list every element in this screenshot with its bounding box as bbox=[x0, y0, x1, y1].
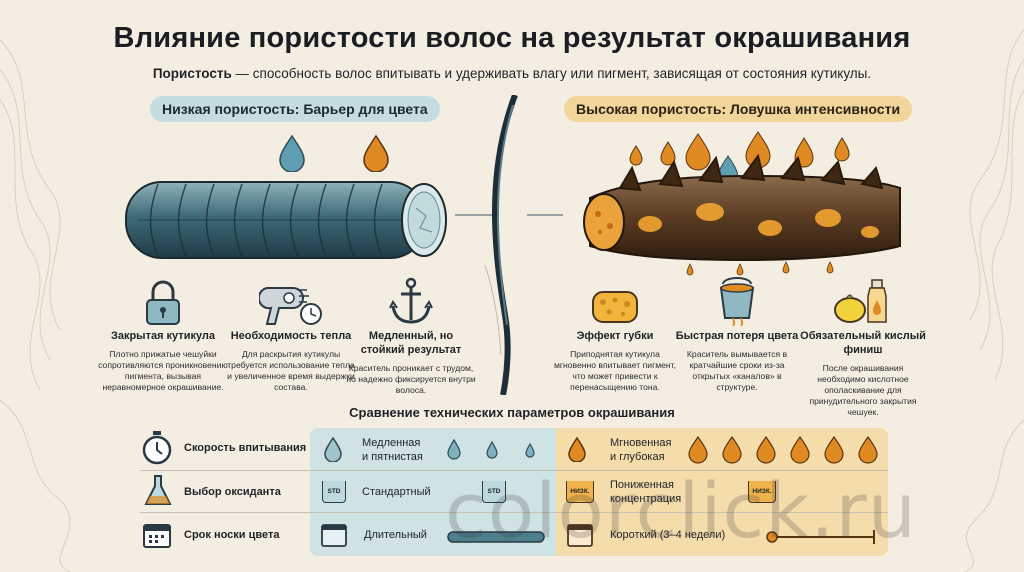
cell-high-absorption-l1: Мгновенная bbox=[610, 437, 672, 449]
feature-title: Закрытая кутикула bbox=[110, 330, 216, 342]
page-title: Влияние пористости волос на результат ок… bbox=[113, 22, 911, 54]
feature-slow-stable: Медленный, но стойкий результат Красител… bbox=[346, 274, 476, 396]
cell-low-absorption-l1: Медленная bbox=[362, 437, 421, 449]
std-beaker-icon: STD bbox=[482, 481, 506, 503]
subtitle-term: Пористость bbox=[152, 66, 232, 81]
feature-text: Плотно прижатые чешуйки сопротивляются п… bbox=[98, 348, 228, 393]
low-concentration-beaker-icon: НИЗК. bbox=[566, 481, 594, 503]
calendar-long-icon bbox=[321, 524, 347, 547]
feature-acid-finish: Обязательный кислый финиш После окрашива… bbox=[798, 274, 928, 418]
feature-title: Медленный, но стойкий результат bbox=[360, 330, 462, 356]
water-drop-icon bbox=[279, 134, 305, 172]
feature-closed-cuticle: Закрытая кутикула Плотно прижатые чешуйк… bbox=[98, 274, 228, 393]
high-porosity-hair-illustration bbox=[583, 131, 901, 276]
cell-low-absorption-l2: и пятнистая bbox=[362, 450, 423, 463]
row-label-oxidant: Выбор оксиданта bbox=[184, 486, 281, 498]
comparison-title: Сравнение технических параметров окрашив… bbox=[349, 405, 675, 420]
feature-title: Эффект губки bbox=[576, 330, 654, 342]
flask-icon bbox=[144, 475, 172, 505]
falling-drops bbox=[629, 131, 850, 171]
long-duration-bar bbox=[447, 531, 545, 543]
row-divider bbox=[140, 512, 888, 513]
cell-low-longevity: Длительный bbox=[364, 529, 427, 541]
high-porosity-heading: Высокая пористость: Ловушка интенсивност… bbox=[564, 96, 913, 122]
leaking-bucket-icon bbox=[719, 277, 755, 326]
subtitle: Пористость — способность волос впитывать… bbox=[0, 66, 1024, 81]
anchor-icon bbox=[389, 277, 433, 324]
feature-text: Приподнятая кутикула мгновенно впитывает… bbox=[553, 348, 677, 393]
cell-high-oxidant-l1: Пониженная bbox=[610, 479, 674, 491]
cell-low-oxidant: Стандартный bbox=[362, 486, 431, 498]
feature-text: Краситель вымывается в кратчайшие сроки … bbox=[686, 348, 788, 393]
fast-drop-icon bbox=[568, 436, 586, 462]
lemon-bottle-icon bbox=[834, 279, 887, 323]
feature-text: Краситель проникает с трудом, но надежно… bbox=[346, 362, 476, 395]
row-label-longevity: Срок носки цвета bbox=[184, 529, 280, 541]
feature-heat-needed: Необходимость тепла Для раскрытия кутику… bbox=[226, 274, 356, 393]
calendar-short-icon bbox=[567, 524, 593, 547]
small-drops bbox=[447, 438, 535, 460]
dye-drop-icon bbox=[363, 134, 389, 172]
low-porosity-hair-illustration bbox=[125, 181, 447, 259]
cell-high-longevity: Короткий (3–4 недели) bbox=[610, 529, 726, 541]
std-beaker-icon: STD bbox=[322, 481, 346, 503]
slow-drop-icon bbox=[324, 436, 342, 462]
center-hair-strand bbox=[455, 95, 563, 395]
large-drops bbox=[688, 435, 878, 464]
stopwatch-icon bbox=[142, 431, 172, 465]
padlock-icon bbox=[146, 280, 180, 325]
cell-high-oxidant-l2: концентрация bbox=[610, 492, 682, 505]
feature-title: Необходимость тепла bbox=[230, 330, 352, 342]
low-concentration-beaker-icon: НИЗК. bbox=[748, 481, 776, 503]
feature-text: После окрашивания необходимо кислотное о… bbox=[809, 362, 917, 418]
row-label-absorption: Скорость впитывания bbox=[184, 442, 307, 454]
row-divider bbox=[140, 470, 888, 471]
hair-dryer-clock-icon bbox=[259, 287, 322, 325]
feature-title: Обязательный кислый финиш bbox=[800, 330, 926, 356]
feature-fast-fade: Быстрая потеря цвета Краситель вымываетс… bbox=[672, 274, 802, 393]
subtitle-definition: — способность волос впитывать и удержива… bbox=[231, 66, 872, 81]
feature-title: Быстрая потеря цвета bbox=[675, 330, 799, 342]
feature-text: Для раскрытия кутикулы требуется использ… bbox=[227, 348, 355, 393]
calendar-icon bbox=[143, 524, 171, 548]
short-duration-bar bbox=[766, 530, 875, 544]
cell-high-absorption-l2: и глубокая bbox=[610, 450, 665, 463]
feature-sponge-effect: Эффект губки Приподнятая кутикула мгнове… bbox=[550, 274, 680, 393]
sponge-icon bbox=[592, 291, 638, 323]
low-drops bbox=[279, 134, 389, 172]
low-porosity-heading: Низкая пористость: Барьер для цвета bbox=[150, 96, 440, 122]
